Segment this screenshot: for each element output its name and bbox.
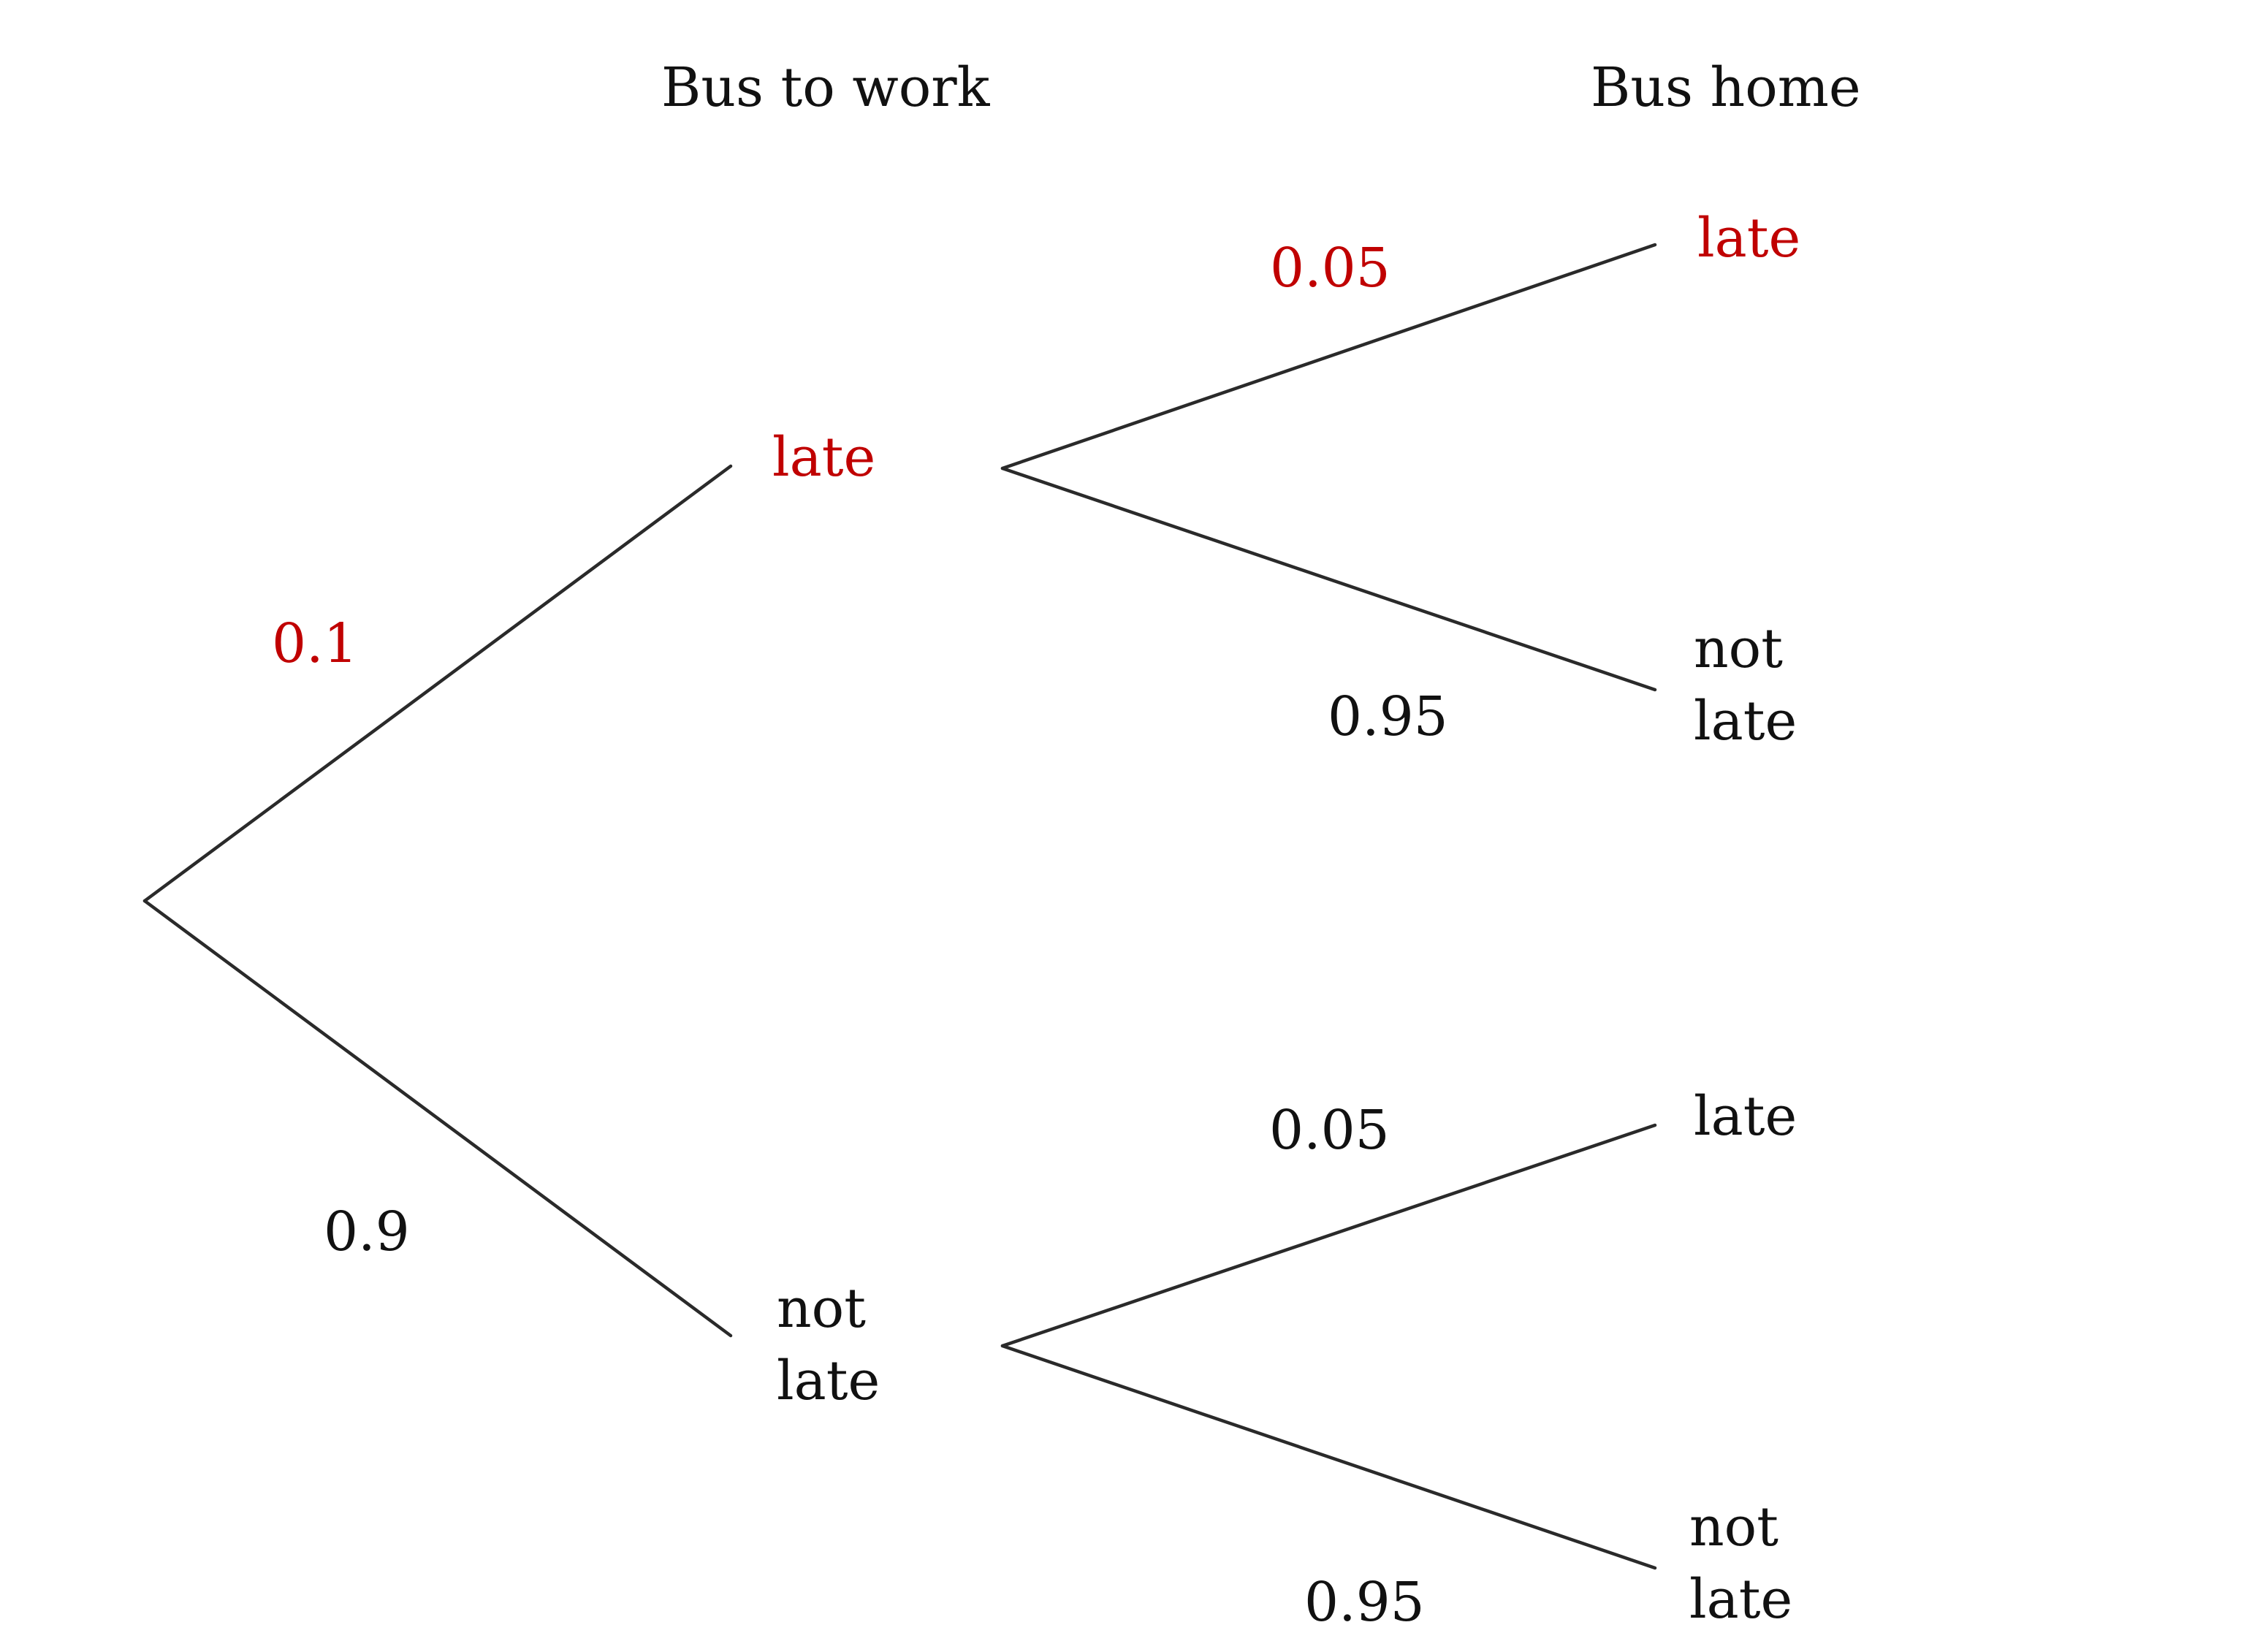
outcome-not-late-then-not-late-line1: not [1689,1496,1778,1558]
prob-work-not-late: 0.9 [324,1200,410,1263]
outcome-late-then-not-late-line1: not [1694,617,1783,680]
outcome-not-late-then-late: late [1694,1085,1797,1148]
prob-not-late-then-late: 0.05 [1269,1099,1390,1162]
branch-root-to-not-late [142,899,733,1338]
outcome-late-then-late: late [1697,207,1800,270]
branch-late-to-late [1000,243,1657,471]
outcome-work-late: late [772,426,875,489]
branch-root-to-late [142,464,733,903]
branch-not-late-to-not-late [1000,1344,1657,1570]
outcome-work-not-late-line2: late [777,1350,880,1412]
prob-work-late: 0.1 [272,612,358,675]
branch-late-to-not-late [1000,466,1657,692]
header-bus-to-work: Bus to work [661,56,991,119]
header-bus-home: Bus home [1591,56,1861,119]
prob-not-late-then-not-late: 0.95 [1304,1571,1425,1634]
prob-late-then-not-late: 0.95 [1328,685,1448,748]
outcome-work-not-late-line1: not [777,1277,866,1340]
prob-late-then-late: 0.05 [1270,237,1390,300]
outcome-not-late-then-not-late-line2: late [1689,1568,1792,1631]
branch-not-late-to-late [1000,1123,1657,1348]
outcome-late-then-not-late-line2: late [1694,690,1797,753]
